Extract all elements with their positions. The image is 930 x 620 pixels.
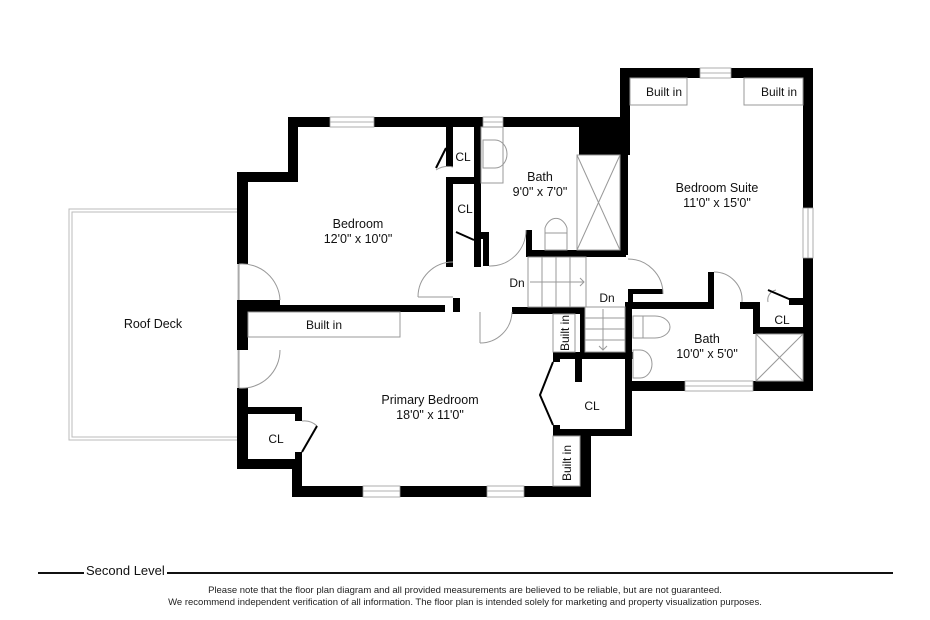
primary-bedroom-dims: 18'0" x 11'0" bbox=[396, 408, 464, 422]
footer-divider bbox=[38, 572, 893, 574]
bedroom-suite-dims: 11'0" x 15'0" bbox=[683, 196, 751, 210]
built-in-label: Built in bbox=[558, 315, 572, 351]
doors-fixtures bbox=[238, 77, 804, 487]
closet-label: CL bbox=[268, 432, 284, 446]
disclaimer-line-1: Please note that the floor plan diagram … bbox=[208, 585, 722, 596]
bath-upper-label: Bath bbox=[527, 170, 553, 184]
stairs-down-label: Dn bbox=[599, 291, 614, 305]
roof-deck: Roof Deck bbox=[68, 208, 240, 441]
bedroom-dims: 12'0" x 10'0" bbox=[324, 232, 393, 246]
bath-suite-dims: 10'0" x 5'0" bbox=[676, 347, 738, 361]
windows bbox=[329, 67, 814, 498]
bedroom-label: Bedroom bbox=[333, 217, 384, 231]
room-labels: Bedroom 12'0" x 10'0" Bath 9'0" x 7'0" B… bbox=[324, 170, 759, 422]
stairs-down-label: Dn bbox=[509, 276, 524, 290]
closet-door-leaves bbox=[301, 147, 797, 453]
roof-deck-label: Roof Deck bbox=[124, 317, 183, 331]
built-in-label: Built in bbox=[646, 85, 682, 99]
built-in-label: Built in bbox=[761, 85, 797, 99]
bedroom-suite-label: Bedroom Suite bbox=[676, 181, 759, 195]
closet-label: CL bbox=[455, 150, 471, 164]
level-title: Second Level bbox=[84, 563, 167, 578]
closet-label: CL bbox=[774, 313, 790, 327]
closet-label: CL bbox=[584, 399, 600, 413]
primary-bedroom-label: Primary Bedroom bbox=[381, 393, 478, 407]
disclaimer-line-2: We recommend independent verification of… bbox=[168, 597, 762, 608]
bath-upper-dims: 9'0" x 7'0" bbox=[513, 185, 568, 199]
small-labels: CL CL CL CL CL Built in Built in Built i… bbox=[268, 85, 797, 481]
bath-suite-label: Bath bbox=[694, 332, 720, 346]
closet-label: CL bbox=[457, 202, 473, 216]
built-in-label: Built in bbox=[560, 445, 574, 481]
built-in-label: Built in bbox=[306, 318, 342, 332]
walls bbox=[237, 68, 813, 497]
